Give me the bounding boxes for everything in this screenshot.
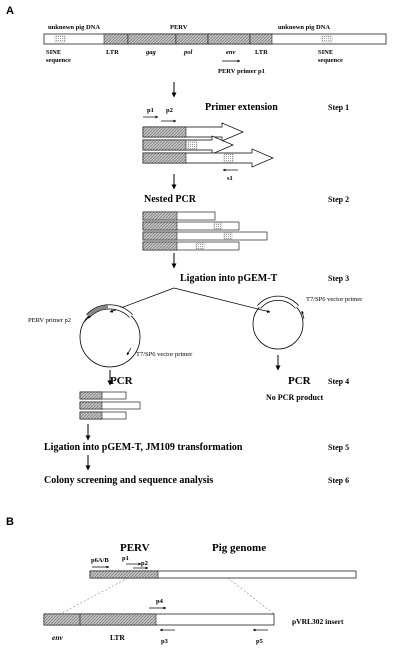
no-pcr-product-label: No PCR product xyxy=(266,393,324,402)
pcr-products xyxy=(79,391,141,420)
right-flank-label: unknown pig DNA xyxy=(278,24,330,31)
plasmid-with-insert xyxy=(79,304,141,368)
perv-primer-p2-label: PERV primer p2 xyxy=(28,317,71,324)
step3-title: Ligation into pGEM-T xyxy=(180,273,278,284)
ltr-left-label: LTR xyxy=(106,49,119,56)
p1-label: p1 xyxy=(147,107,154,114)
step6-label: Step 6 xyxy=(328,476,349,485)
step1-label: Step 1 xyxy=(328,103,349,112)
primer-extension-products xyxy=(142,122,274,168)
pcr-right-title: PCR xyxy=(288,375,312,387)
step3-label: Step 3 xyxy=(328,274,349,283)
step5-title: Ligation into pGEM-T, JM109 transformati… xyxy=(44,442,243,453)
p1-label-b: p1 xyxy=(122,555,129,562)
vector-primer-arrow-right xyxy=(301,310,305,320)
primer-p1-label: PERV primer p1 xyxy=(218,68,265,75)
perv-label: PERV xyxy=(170,24,188,31)
insert-label: pVRL302 insert xyxy=(292,617,344,626)
step1-title: Primer extension xyxy=(205,102,278,113)
nested-pcr-products xyxy=(142,211,268,251)
step2-label: Step 2 xyxy=(328,195,349,204)
vector-primer-arrow-left xyxy=(126,347,132,356)
sine-left-label: SINE xyxy=(46,49,61,56)
step2-title: Nested PCR xyxy=(144,194,197,205)
perv-title: PERV xyxy=(120,542,150,554)
zoom-line-right xyxy=(227,577,275,615)
left-flank-label: unknown pig DNA xyxy=(48,24,100,31)
p2-label: p2 xyxy=(166,107,173,114)
p5-label: p5 xyxy=(256,638,264,645)
ltr-label-b: LTR xyxy=(110,633,125,642)
env-label-b: env xyxy=(52,633,64,642)
p3-label: p3 xyxy=(161,638,169,645)
split-arrow-right xyxy=(173,287,271,313)
pcr-left-title: PCR xyxy=(110,375,134,387)
panel-a-label: A xyxy=(6,5,14,17)
vector-primer-label-left: T7/SP6 vector primer xyxy=(136,351,193,358)
step5-label: Step 5 xyxy=(328,443,349,452)
step4-label: Step 4 xyxy=(328,377,349,386)
vector-primer-label-right: T7/SP6 vector primer xyxy=(306,296,363,303)
sine-right-label-2: sequence xyxy=(318,57,343,64)
pig-genome-title: Pig genome xyxy=(212,542,266,554)
ltr-right-label: LTR xyxy=(255,49,268,56)
zoom-line-left xyxy=(59,577,129,615)
sine-right-label: SINE xyxy=(318,49,333,56)
env-label: env xyxy=(226,49,236,56)
plasmid-without-insert xyxy=(252,295,304,350)
panel-b-label: B xyxy=(6,516,14,528)
p6ab-label: p6A/B xyxy=(91,557,109,564)
sine-left-label-2: sequence xyxy=(46,57,71,64)
step6-title: Colony screening and sequence analysis xyxy=(44,475,213,486)
s1-label: s1 xyxy=(227,175,233,182)
p4-label: p4 xyxy=(156,598,164,605)
genome-bar-b xyxy=(89,570,357,579)
p2-label-b: p2 xyxy=(141,560,148,567)
pol-label: pol xyxy=(183,49,193,56)
gag-label: gag xyxy=(145,49,157,56)
p2-primer-arrow xyxy=(83,315,91,323)
insert-bar xyxy=(43,613,275,626)
genome-bar xyxy=(43,33,387,45)
